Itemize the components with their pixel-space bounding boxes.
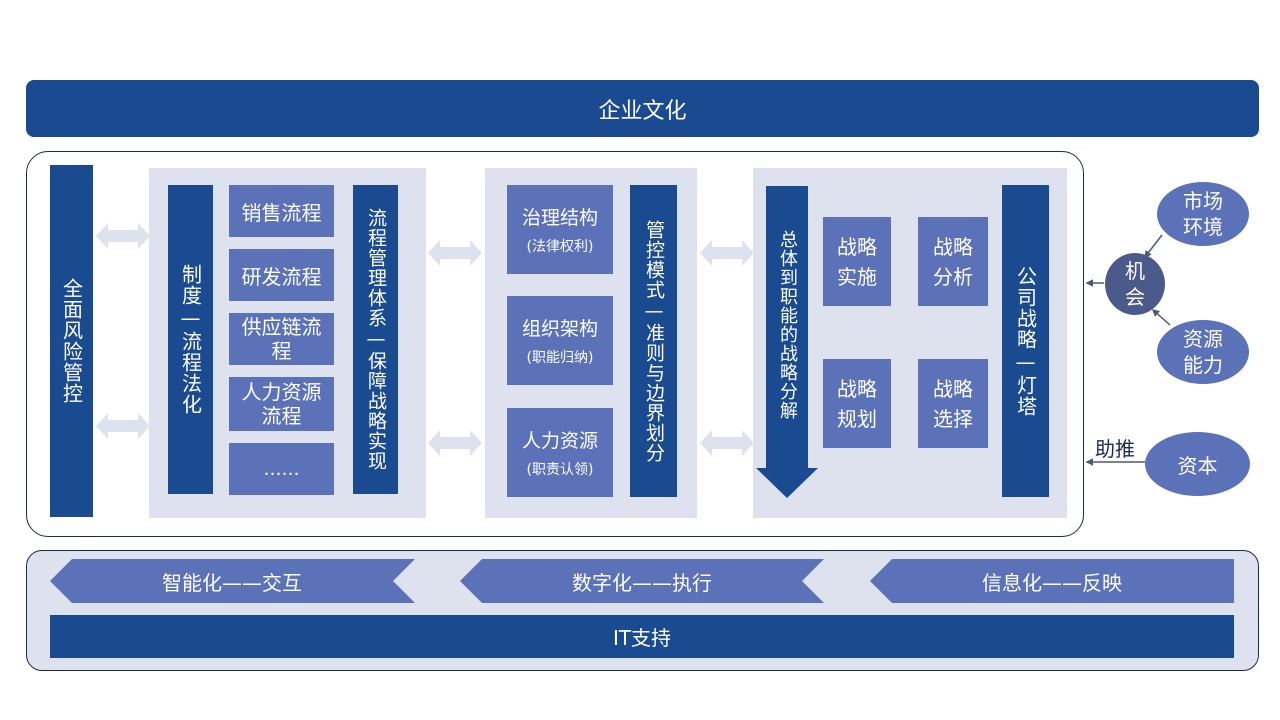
strategy-implement: 战略实施 [823,217,891,306]
process-item: 研发流程 [229,249,334,301]
band-label: 智能化——交互 [162,570,302,595]
risk-control-bar: 全面风险管控 [50,165,93,517]
arrow-resources-to-opportunity [1151,309,1171,326]
lighthouse-label: 公司战略—灯塔 [1013,265,1038,417]
opportunity-circle: 机会 [1105,253,1165,315]
strategy-analyze: 战略分析 [918,217,988,306]
band-label: 数字化——执行 [572,570,712,595]
system-bar: 制度—流程法化 [168,185,213,494]
resources-ellipse: 资源能力 [1157,320,1249,384]
it-support-bar: IT支持 [50,615,1234,658]
arrow-market-to-opportunity [1144,234,1163,259]
main-frame [26,151,1084,537]
market-ellipse: 市场环境 [1157,182,1249,246]
governance-item: 治理结构 (法律权利) [507,185,613,274]
governance-title: 组织架构 [521,318,598,340]
governance-title: 人力资源 [521,430,598,452]
capital-ellipse: 资本 [1145,432,1250,496]
process-system-bar: 流程管理体系—保障战略实现 [353,185,398,494]
process-system-label: 流程管理体系—保障战略实现 [365,208,387,471]
governance-item: 组织架构 (职能归纳) [507,296,613,385]
chevron-band-2 [460,559,824,603]
decompose-label: 总体到职能的战略分解 [777,230,798,420]
strategy-select: 战略选择 [918,359,988,448]
process-item: 供应链流程 [229,313,334,365]
decompose-text: 总体到职能的战略分解 [766,200,808,450]
chevron-band-1 [50,559,415,603]
process-item: 销售流程 [229,185,334,237]
control-mode-label: 管控模式—准则与边界划分 [643,219,665,463]
governance-sub: (职能归纳) [526,350,594,366]
control-mode-bar: 管控模式—准则与边界划分 [630,185,677,497]
push-label: 助推 [1095,437,1135,461]
system-label: 制度—流程法化 [178,264,203,415]
strategy-plan: 战略规划 [823,359,891,448]
corporate-culture-band: 企业文化 [26,80,1259,137]
governance-sub: (职责认领) [526,462,594,478]
process-item: …… [229,443,334,495]
governance-sub: (法律权利) [526,239,594,255]
governance-item: 人力资源 (职责认领) [507,408,613,497]
lighthouse-bar: 公司战略—灯塔 [1002,185,1049,497]
decompose-arrow-shape [756,186,818,498]
chevron-band-3 [870,559,1234,603]
process-item: 人力资源流程 [229,377,334,431]
risk-control-label: 全面风险管控 [59,278,84,404]
band-label: 信息化——反映 [982,570,1122,595]
governance-title: 治理结构 [521,207,598,229]
